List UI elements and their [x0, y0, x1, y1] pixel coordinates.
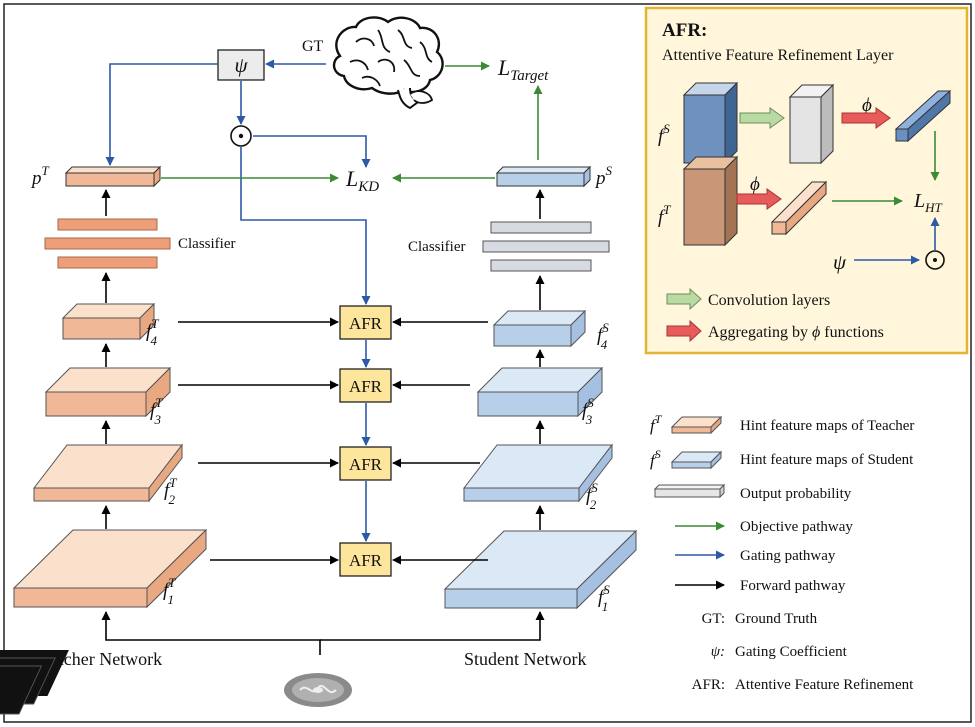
panel-psi: ψ [833, 250, 847, 274]
conv-legend-label: Convolution layers [708, 292, 830, 309]
teacher-f4 [61, 302, 156, 341]
student-f1 [443, 529, 638, 610]
l-target-label: LTarget [497, 55, 549, 84]
legend-gating-pathway: Gating pathway [740, 548, 836, 564]
agg-legend-label: Aggregating by ϕ functions [708, 324, 884, 341]
legend-afr-abbr: AFR: [692, 677, 725, 693]
pS-label: pS [594, 163, 613, 189]
panel-ft-label: fT [658, 202, 671, 228]
legend: fT Hint feature maps of Teacher fS Hint … [650, 412, 914, 693]
odot-icon [230, 125, 252, 147]
pS-top [495, 166, 592, 174]
legend-gt-abbr: GT: [702, 611, 725, 627]
psi-label: ψ [234, 53, 248, 77]
legend-forward-pathway: Forward pathway [740, 578, 846, 594]
gt-label: GT [302, 38, 324, 55]
afr-box-4: AFR [339, 305, 392, 340]
afr-box-2: AFR [339, 446, 392, 481]
pT-bar [65, 172, 155, 187]
legend-hint-teacher: Hint feature maps of Teacher [740, 418, 914, 434]
afr-panel-subtitle: Attentive Feature Refinement Layer [662, 47, 894, 64]
panel-odot-dot [933, 258, 937, 262]
agg-legend-arrow [666, 319, 702, 343]
conv-legend-arrow [666, 287, 702, 311]
teacher-network-label: Teacher Network [38, 649, 162, 669]
panel-fs-front [683, 94, 726, 164]
legend-hint-student: Hint feature maps of Student [740, 452, 914, 468]
figure-frame [3, 3, 972, 723]
brain-icon [332, 16, 444, 110]
legend-fS: fS [650, 447, 661, 470]
odot-dot [238, 133, 244, 139]
forward-arrows [101, 189, 545, 655]
objective-arrows [161, 61, 543, 183]
teacher-f2 [32, 443, 184, 503]
panel-conv-front [789, 96, 822, 164]
panel-vec-s-front [895, 128, 909, 142]
mri-scan-icon [0, 650, 352, 715]
l-kd-label: LKD [345, 166, 379, 195]
legend-psi-abbr: ψ: [711, 644, 725, 660]
svg-text:AFR: AFR [349, 377, 383, 396]
svg-text:AFR: AFR [349, 314, 383, 333]
panel-conv-side [820, 83, 834, 165]
student-f2 [462, 443, 614, 503]
pT-top [64, 166, 162, 174]
legend-objective-pathway: Objective pathway [740, 519, 853, 535]
afr-box-1: AFR [339, 542, 392, 577]
panel-agg-arrow-2 [736, 188, 782, 210]
afr-panel: AFR: Attentive Feature Refinement Layer … [644, 6, 969, 355]
pS-bar [496, 172, 585, 187]
legend-gt-def: Ground Truth [735, 611, 818, 627]
teacher-f1 [12, 528, 208, 609]
student-network-label: Student Network [464, 649, 586, 669]
panel-phi-2: ϕ [750, 174, 760, 195]
panel-odot-icon [925, 250, 945, 270]
panel-vec-t-front [771, 221, 787, 235]
afr-panel-title: AFR: [662, 20, 707, 41]
legend-psi-def: Gating Coefficient [735, 644, 848, 660]
student-f3 [476, 366, 604, 418]
gating-arrows [105, 59, 371, 542]
teacher-classifier-label: Classifier [178, 236, 236, 252]
student-classifier-label: Classifier [408, 239, 466, 255]
panel-fs-label: fS [658, 121, 670, 147]
psi-box [217, 49, 265, 81]
teacher-f3 [44, 366, 172, 418]
student-f4 [492, 309, 587, 348]
panel-ft-front [683, 168, 726, 246]
legend-output-probability: Output probability [740, 486, 852, 502]
panel-agg-arrow-1 [841, 107, 891, 129]
student-classifier [482, 221, 610, 272]
svg-text:AFR: AFR [349, 551, 383, 570]
teacher-classifier [44, 218, 171, 269]
afr-box-3: AFR [339, 368, 392, 403]
legend-fT: fT [650, 412, 663, 435]
panel-fs-side [724, 81, 738, 165]
pT-label: pT [30, 163, 50, 189]
panel-phi-1: ϕ [862, 95, 872, 116]
panel-ft-side [724, 155, 738, 247]
legend-afr-def: Attentive Feature Refinement [735, 677, 914, 693]
svg-text:AFR: AFR [349, 455, 383, 474]
panel-conv-arrow [739, 107, 785, 129]
panel-l-ht: LHT [913, 190, 943, 215]
